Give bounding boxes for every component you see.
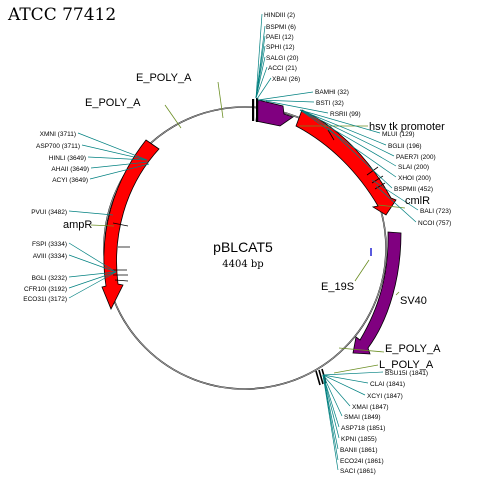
- site-label: HINDIII (2): [264, 12, 295, 19]
- label-e19s: E_19S: [321, 281, 354, 293]
- site-label: XMAI (1847): [352, 404, 389, 411]
- site-label: MLUI (129): [382, 131, 415, 138]
- site-label: XHOI (200): [398, 175, 431, 182]
- site-label: KPNI (1855): [341, 436, 377, 443]
- site-label: PVUI (3482): [31, 209, 67, 216]
- plasmid-size: 4404 bp: [222, 259, 263, 270]
- cmlr-ticks: [327, 129, 386, 190]
- label-e-poly-a-lower: E_POLY_A: [385, 343, 441, 355]
- site-label: XMNI (3711): [40, 131, 76, 138]
- site-label: FSPI (3334): [32, 241, 67, 248]
- site-labels-left-upper: XMNI (3711) ASP700 (3711) HINLI (3649) A…: [36, 131, 89, 184]
- site-label: ECO24I (1861): [340, 458, 384, 465]
- label-ampr: ampR: [63, 219, 92, 231]
- origin-mark-2: [256, 98, 259, 122]
- site-label: XCYI (1847): [367, 393, 403, 400]
- site-label: BGLII (196): [388, 143, 422, 150]
- site-label: SLAI (200): [398, 164, 429, 171]
- site-label: BALI (723): [420, 208, 451, 215]
- site-label: BSPMII (452): [394, 186, 433, 193]
- site-label: BANII (1861): [340, 447, 378, 454]
- site-label: ASP700 (3711): [36, 143, 80, 150]
- ampr-ticks: [112, 222, 130, 282]
- site-label: ACYI (3649): [52, 177, 88, 184]
- site-label: BSU15I (1841): [385, 370, 428, 377]
- site-label: CLAI (1841): [370, 381, 405, 388]
- site-label: AHAII (3649): [51, 166, 89, 173]
- label-hsv-tk-promoter: hsv tk promoter: [369, 121, 445, 133]
- site-label: ASP718 (1851): [341, 425, 385, 432]
- site-label: ACCI (21): [268, 65, 297, 72]
- ampr-feature[interactable]: [101, 139, 160, 310]
- site-label: SALGI (20): [266, 55, 299, 62]
- label-sv40: SV40: [400, 295, 427, 307]
- site-label: SMAI (1849): [344, 414, 381, 421]
- site-label: ECO31I (3172): [23, 296, 67, 303]
- site-labels-left-mid: PVUI (3482): [31, 209, 67, 216]
- label-e-poly-a-left: E_POLY_A: [85, 97, 141, 109]
- site-label: NCOI (757): [418, 220, 451, 227]
- site-label: AVIII (3334): [33, 253, 67, 260]
- label-l-poly-a: L_POLY_A: [379, 359, 434, 371]
- site-label: SPHI (12): [266, 44, 295, 51]
- element-pointers: [90, 81, 406, 374]
- cmlr-feature[interactable]: [295, 109, 397, 216]
- site-label: RSRII (99): [330, 111, 361, 118]
- site-labels-right: MLUI (129) BGLII (196) PAER7I (200) SLAI…: [382, 131, 451, 227]
- origin-mark: [252, 99, 255, 121]
- site-label: BSTI (32): [316, 100, 344, 107]
- site-label: BAMHI (32): [315, 89, 349, 96]
- map-title: ATCC 77412: [7, 5, 116, 25]
- site-label: BGLI (3232): [32, 275, 67, 282]
- site-labels-top: HINDIII (2) BSPMI (6) PAEI (12) SPHI (12…: [264, 12, 361, 118]
- site-label: PAEI (12): [266, 34, 294, 41]
- site-label: HINLI (3649): [49, 155, 86, 162]
- site-label: CFR10I (3192): [24, 286, 67, 293]
- site-label: BSPMI (6): [266, 24, 296, 31]
- sv40-feature[interactable]: [352, 231, 402, 355]
- site-labels-bottom: BSU15I (1841) CLAI (1841) XCYI (1847) XM…: [340, 370, 428, 475]
- site-lines: [68, 13, 419, 471]
- site-label: PAER7I (200): [396, 154, 436, 161]
- site-labels-left-lower: FSPI (3334) AVIII (3334) BGLI (3232) CFR…: [23, 241, 67, 303]
- label-e-poly-a-top: E_POLY_A: [136, 72, 192, 84]
- site-label: XBAI (26): [272, 76, 300, 83]
- plasmid-name: pBLCAT5: [213, 239, 273, 255]
- site-label: SACI (1861): [340, 468, 376, 475]
- label-cmlr: cmlR: [405, 195, 430, 207]
